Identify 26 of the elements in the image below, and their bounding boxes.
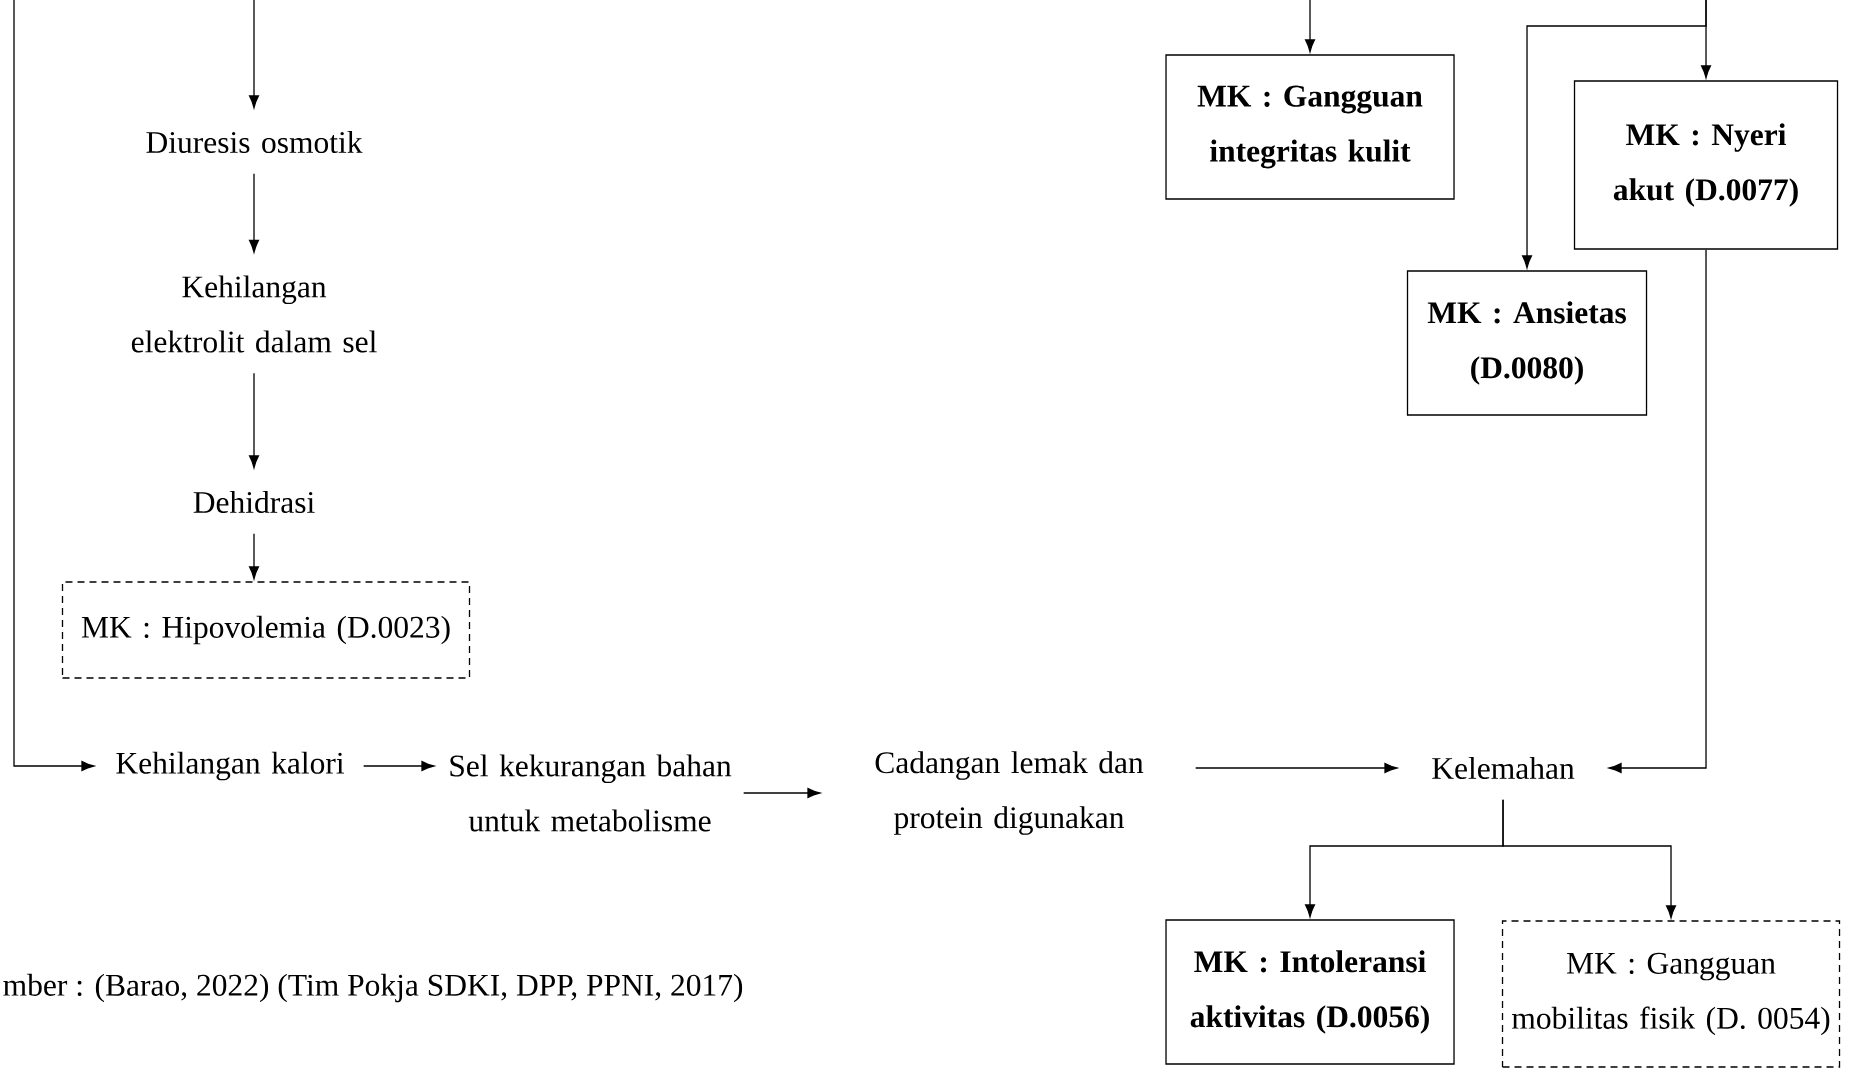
arrow (1195, 762, 1398, 774)
diagnosis-box: MK : Ansietas (D.0080) (1406, 270, 1648, 416)
arrow (249, 0, 260, 109)
arrow (249, 533, 260, 580)
diagnosis-box: MK : Intoleransi aktivitas (D.0056) (1165, 919, 1455, 1065)
arrow (363, 760, 435, 772)
step-text: Kehilangan elektrolit dalam sel (131, 275, 377, 353)
diagnosis-box: MK : Gangguan mobilitas fisik (D. 0054) (1501, 920, 1841, 1068)
arrow (1502, 799, 1677, 919)
diagnosis-box: MK : Nyeri akut (D.0077) (1573, 80, 1839, 250)
arrow (249, 372, 260, 469)
step-text: Cadangan lemak dan protein digunakan (875, 751, 1144, 835)
step-text: Kehilangan kalori (116, 751, 344, 781)
arrow (249, 173, 260, 253)
step-text: Sel kekurangan bahan untuk metabolisme (450, 754, 732, 832)
arrow (1305, 0, 1316, 53)
step-text: Kelemahan (1432, 756, 1575, 780)
arrow (1608, 249, 1707, 774)
arrow (13, 0, 95, 772)
diagnosis-box: MK : Hipovolemia (D.0023) (61, 581, 471, 679)
diagnosis-box: MK : Gangguan integritas kulit (1165, 54, 1455, 200)
step-text: Diuresis osmotik (146, 130, 363, 154)
arrow (1522, 0, 1707, 269)
source-note: mber : (Barao, 2022) (Tim Pokja SDKI, DPP, PPNI, 2017) (3, 973, 743, 1003)
arrow (743, 787, 821, 799)
step-text: Dehidrasi (193, 490, 315, 514)
